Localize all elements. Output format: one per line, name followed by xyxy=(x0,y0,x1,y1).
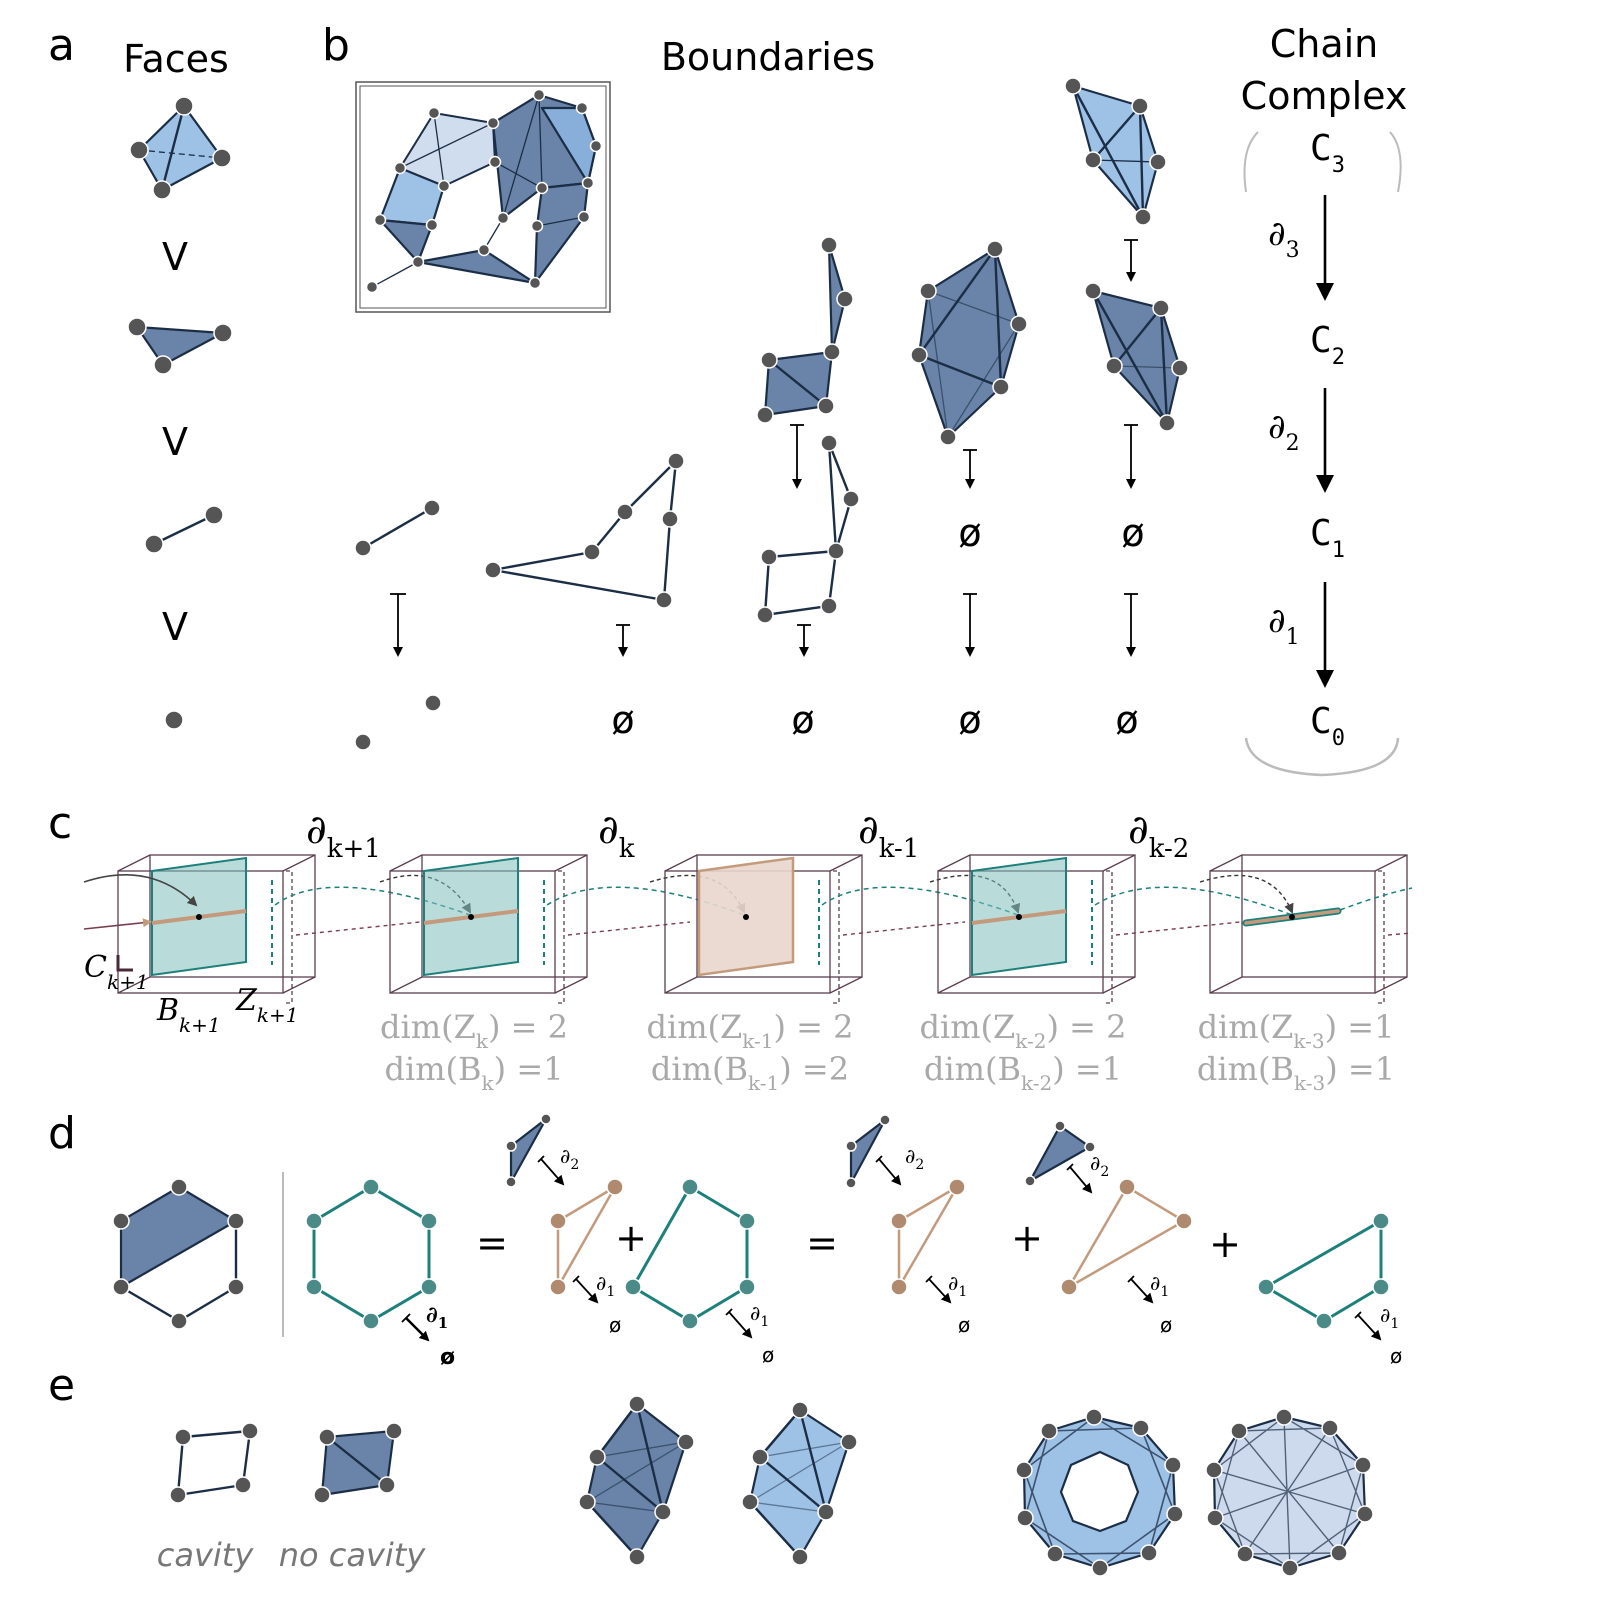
light-octahedron xyxy=(741,1401,858,1566)
quadrilateral-cycle: ∂1 ø xyxy=(1257,1212,1402,1368)
order-symbol-2: V xyxy=(162,420,188,464)
equals-sign: = xyxy=(806,1221,838,1265)
boundary-column-square: ø xyxy=(756,236,860,742)
boundaries-title: Boundaries xyxy=(661,35,875,79)
chain-title-line1: Chain xyxy=(1270,22,1379,66)
dim-z-k: dim(Zk) = 2 xyxy=(380,1008,568,1053)
operator-dk-plus-1: ∂k+1 xyxy=(306,807,381,864)
empty-set-symbol: ø xyxy=(1160,1313,1172,1337)
label-b-k-plus-1: Bk+1 xyxy=(156,993,221,1037)
panel-label-e: e xyxy=(48,1360,75,1411)
dim-z-k-1: dim(Zk-1) = 2 xyxy=(646,1008,853,1053)
d1-label: ∂1 xyxy=(1380,1303,1399,1332)
empty-set-symbol: ø xyxy=(958,698,981,742)
dim-b-k: dim(Bk) =1 xyxy=(384,1050,563,1095)
boundary-column-loop: ø xyxy=(484,452,685,742)
panel-label-a: a xyxy=(48,20,75,71)
empty-set-symbol: ø xyxy=(440,1345,455,1370)
caption-cavity: cavity xyxy=(157,1536,255,1574)
faces-title: Faces xyxy=(123,37,229,81)
empty-set-symbol: ø xyxy=(762,1343,774,1367)
operator-dk-minus-2: ∂k-2 xyxy=(1128,807,1189,864)
label-c-k-plus-1: Ck+1 xyxy=(84,950,149,994)
panel-a-faces: Faces V V V xyxy=(123,37,233,730)
empty-set-symbol: ø xyxy=(1115,698,1138,742)
chain-space-c1: C1 xyxy=(1310,513,1345,563)
chain-title-line2: Complex xyxy=(1241,74,1408,118)
plus-sign: + xyxy=(615,1216,647,1260)
panel-b-boundaries: Boundaries xyxy=(354,22,1408,777)
panel-label-b: b xyxy=(322,20,350,71)
d1-label: ∂1 xyxy=(948,1271,967,1300)
operator-dk: ∂k xyxy=(598,807,635,864)
ring-with-cavity xyxy=(1015,1408,1184,1577)
empty-set-symbol: ø xyxy=(611,698,634,742)
cube-space-5 xyxy=(1209,854,1413,1004)
equals-sign: = xyxy=(476,1221,508,1265)
dim-b-k-2: dim(Bk-2) =1 xyxy=(924,1050,1122,1095)
d1-label: ∂1 xyxy=(426,1302,448,1332)
empty-set-symbol: ø xyxy=(791,698,814,742)
d2-label: ∂2 xyxy=(905,1144,924,1173)
hollow-square xyxy=(169,1422,259,1504)
dimension-labels: dim(Zk) = 2 dim(Bk) =1 dim(Zk-1) = 2 dim… xyxy=(380,1008,1395,1095)
filled-hexagon xyxy=(112,1178,245,1330)
cube-space-2 xyxy=(389,854,588,1004)
boundary-map-d3: ∂3 xyxy=(1268,214,1300,263)
simplicial-complex-inset xyxy=(355,81,611,313)
d1-label: ∂1 xyxy=(596,1271,615,1300)
boundary-map-d1: ∂1 xyxy=(1268,601,1300,650)
dim-b-k-3: dim(Bk-3) =1 xyxy=(1197,1050,1395,1095)
panel-label-c: c xyxy=(48,798,72,849)
tetrahedron-face xyxy=(129,96,232,200)
edge-face xyxy=(144,505,224,554)
caption-no-cavity: no cavity xyxy=(279,1536,427,1574)
empty-set-symbol: ø xyxy=(609,1313,621,1337)
empty-set-symbol: ø xyxy=(1121,511,1144,555)
cube-space-4 xyxy=(937,854,1136,1004)
dark-octahedron xyxy=(578,1395,695,1566)
boundary-column-tetrahedra: ø ø xyxy=(1064,77,1189,742)
chain-space-c0: C0 xyxy=(1310,701,1345,751)
d2-label: ∂2 xyxy=(560,1144,579,1173)
empty-set-symbol: ø xyxy=(1390,1344,1402,1368)
plus-sign: + xyxy=(1011,1216,1043,1260)
triangle-boundary-term-3: ∂2 ∂1 ø xyxy=(1024,1120,1193,1337)
dim-b-k-1: dim(Bk-1) =2 xyxy=(651,1050,849,1095)
triangle-boundary-term-2: ∂2 ∂1 ø xyxy=(845,1114,970,1337)
triangle-face xyxy=(127,317,233,375)
d2-label: ∂2 xyxy=(1090,1151,1109,1180)
filled-square xyxy=(313,1422,403,1504)
label-z-k-plus-1: Zk+1 xyxy=(235,983,298,1027)
cube-space-1: Ck+1 Bk+1 Zk+1 xyxy=(83,854,316,1037)
boundary-map-d2: ∂2 xyxy=(1268,407,1300,456)
cube-space-3 xyxy=(664,854,863,1004)
d1-label: ∂1 xyxy=(1150,1271,1169,1300)
chain-complex-column: Chain Complex C3 C2 C1 C0 ∂3 ∂2 ∂1 xyxy=(1241,22,1408,777)
d1-label: ∂1 xyxy=(750,1301,769,1330)
empty-set-symbol: ø xyxy=(958,1313,970,1337)
vertex-face xyxy=(164,710,184,730)
chain-space-c3: C3 xyxy=(1310,128,1345,178)
filled-decagon xyxy=(1205,1408,1374,1577)
dim-z-k-2: dim(Zk-2) = 2 xyxy=(919,1008,1126,1053)
boundary-column-edge xyxy=(354,499,442,751)
pentagon-cycle: ∂1 ø xyxy=(624,1178,774,1367)
panel-e-cavities: cavity no cavity xyxy=(157,1395,1374,1577)
panel-c-chain-spaces: ∂k+1 ∂k ∂k-1 ∂k-2 Ck+1 Bk+1 Zk+1 xyxy=(83,807,1413,1095)
triangle-boundary-term-1: ∂2 ∂1 ø xyxy=(505,1113,624,1337)
boundary-column-octahedron: ø ø xyxy=(910,240,1028,742)
panel-d-cycle-decomposition: ∂1 ø = ∂2 ∂1 ø + xyxy=(112,1113,1402,1370)
chain-space-c2: C2 xyxy=(1310,320,1345,370)
empty-set-symbol: ø xyxy=(958,511,981,555)
operator-dk-minus-1: ∂k-1 xyxy=(858,807,919,864)
teal-hexagon-cycle: ∂1 ø xyxy=(305,1178,455,1370)
order-symbol-3: V xyxy=(162,605,188,649)
dim-z-k-3: dim(Zk-3) =1 xyxy=(1198,1008,1395,1053)
plus-sign: + xyxy=(1209,1222,1241,1266)
order-symbol-1: V xyxy=(162,235,188,279)
panel-label-d: d xyxy=(48,1108,76,1159)
